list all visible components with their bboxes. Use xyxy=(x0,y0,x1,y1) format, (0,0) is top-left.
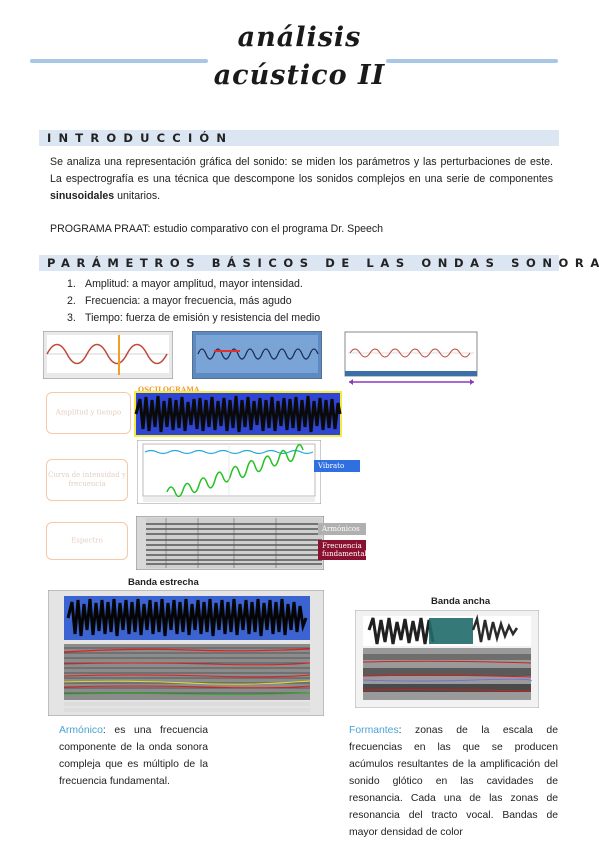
box-amplitud: Amplitud y tiempo xyxy=(46,392,131,434)
armonicos-tag: Armónicos xyxy=(318,523,366,535)
box-espectro: Espectro xyxy=(46,522,128,560)
list-item: 3.Tiempo: fuerza de emisión y resistenci… xyxy=(67,312,321,324)
frecuencia-fundamental-tag: Frecuencia fundamental xyxy=(318,540,367,560)
formantes-term: Formantes xyxy=(349,725,399,736)
time-wave-image xyxy=(344,331,478,385)
spectrum-image xyxy=(136,516,324,570)
list-item: 1.Amplitud: a mayor amplitud, mayor inte… xyxy=(67,278,303,290)
armonico-term: Armónico xyxy=(59,725,103,736)
amplitude-wave-image xyxy=(43,331,173,379)
vibrato-tag: Vibrato xyxy=(314,460,360,472)
intro-text-end: unitarios. xyxy=(114,190,161,202)
intro-heading-bar xyxy=(39,130,559,146)
list-item: 2.Frecuencia: a mayor frecuencia, más ag… xyxy=(67,295,292,307)
wide-band-title: Banda ancha xyxy=(431,596,491,607)
intro-heading: INTRODUCCIÓN xyxy=(47,131,234,145)
narrow-band-spectrogram-image xyxy=(48,590,324,716)
formantes-definition: Formantes: zonas de la escala de frecuen… xyxy=(349,725,558,838)
oscilograma-label: OSCILOGRAMA xyxy=(138,385,200,394)
intensity-curve-image xyxy=(137,440,321,504)
title-rule-left xyxy=(30,59,208,63)
frequency-wave-image xyxy=(192,331,322,379)
wide-band-spectrogram-image xyxy=(355,610,539,708)
intro-bold-term: sinusoidales xyxy=(50,190,115,202)
title-line-1: análisis xyxy=(237,22,362,53)
params-heading-bar xyxy=(39,255,559,271)
params-heading: PARÁMETROS BÁSICOS DE LAS ONDAS SONORAS xyxy=(47,256,599,270)
box-curva: Curva de intensidad y frecuencia xyxy=(46,459,128,501)
title-rule-right xyxy=(386,59,558,63)
armonico-definition: Armónico: es una frecuencia componente d… xyxy=(59,725,208,787)
title-line-2: acústico II xyxy=(213,60,386,91)
intro-paragraph: Se analiza una representación gráfica de… xyxy=(50,154,553,205)
praat-paragraph: PROGRAMA PRAAT: estudio comparativo con … xyxy=(50,223,384,235)
narrow-band-title: Banda estrecha xyxy=(128,577,199,588)
intro-text-start: Se analiza una representación gráfica de… xyxy=(50,156,553,185)
oscillogram-image xyxy=(134,391,342,437)
